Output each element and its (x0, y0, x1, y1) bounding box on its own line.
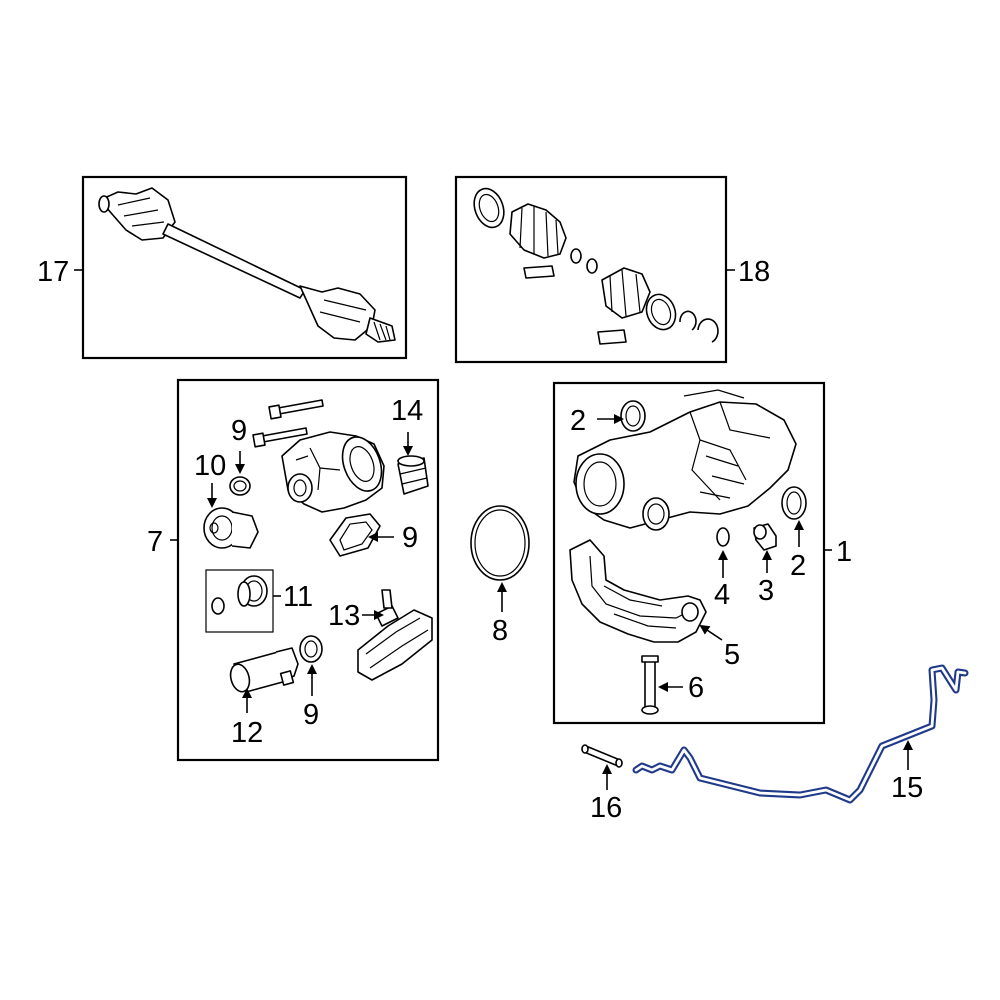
callout-2: 2 (570, 405, 586, 437)
callout-labels: 1 2 2 3 4 5 6 7 8 9 9 9 10 11 12 13 14 1… (37, 256, 923, 824)
callout-10: 10 (194, 450, 226, 482)
axle-seal-right[interactable] (781, 486, 807, 520)
callout-9: 9 (303, 699, 319, 731)
callout-13: 13 (328, 600, 360, 632)
seal-kit-frame (205, 569, 274, 633)
o-ring-upper[interactable] (229, 476, 251, 496)
cover-seal[interactable] (470, 505, 530, 581)
differential-box (552, 381, 832, 725)
callout-7: 7 (147, 526, 163, 558)
gasket[interactable] (329, 513, 381, 557)
axle-shaft-assembly[interactable] (98, 187, 396, 343)
callout-5: 5 (724, 639, 740, 671)
callout-12: 12 (231, 717, 263, 749)
callout-9: 9 (231, 415, 247, 447)
vent-hose[interactable] (632, 664, 969, 804)
coupling-assembly-box (170, 378, 440, 762)
pinion-seal[interactable] (203, 507, 259, 549)
axle-seal-upper[interactable] (620, 400, 646, 432)
mounting-bolts[interactable] (252, 399, 324, 448)
o-ring-lower[interactable] (299, 635, 323, 663)
cv-boot-kit-box (454, 175, 735, 364)
differential-housing[interactable] (573, 389, 797, 531)
callout-11: 11 (283, 581, 313, 613)
callout-3: 3 (758, 575, 774, 607)
callout-14: 14 (391, 395, 423, 427)
coupling-housing[interactable] (281, 431, 388, 513)
support-bracket[interactable] (569, 539, 707, 643)
callout-18: 18 (738, 256, 770, 288)
pump[interactable] (357, 589, 433, 681)
callout-16: 16 (590, 792, 622, 824)
callout-8: 8 (492, 615, 508, 647)
callout-17: 17 (37, 256, 69, 288)
callout-9: 9 (402, 522, 418, 554)
callout-2: 2 (790, 550, 806, 582)
callout-1: 1 (836, 536, 852, 568)
washer[interactable] (716, 527, 730, 547)
motor[interactable] (228, 647, 299, 694)
plug[interactable] (753, 523, 777, 551)
bracket-bolt[interactable] (641, 655, 659, 715)
callout-4: 4 (714, 579, 730, 611)
callout-6: 6 (688, 672, 704, 704)
bushing[interactable] (397, 455, 429, 495)
callout-15: 15 (891, 772, 923, 804)
axle-shaft-box (74, 175, 408, 360)
callout-leaders (207, 414, 913, 790)
cv-boot-kit-parts[interactable] (469, 184, 719, 345)
dowel-pin[interactable] (581, 744, 623, 768)
seal-kit[interactable] (211, 575, 268, 615)
